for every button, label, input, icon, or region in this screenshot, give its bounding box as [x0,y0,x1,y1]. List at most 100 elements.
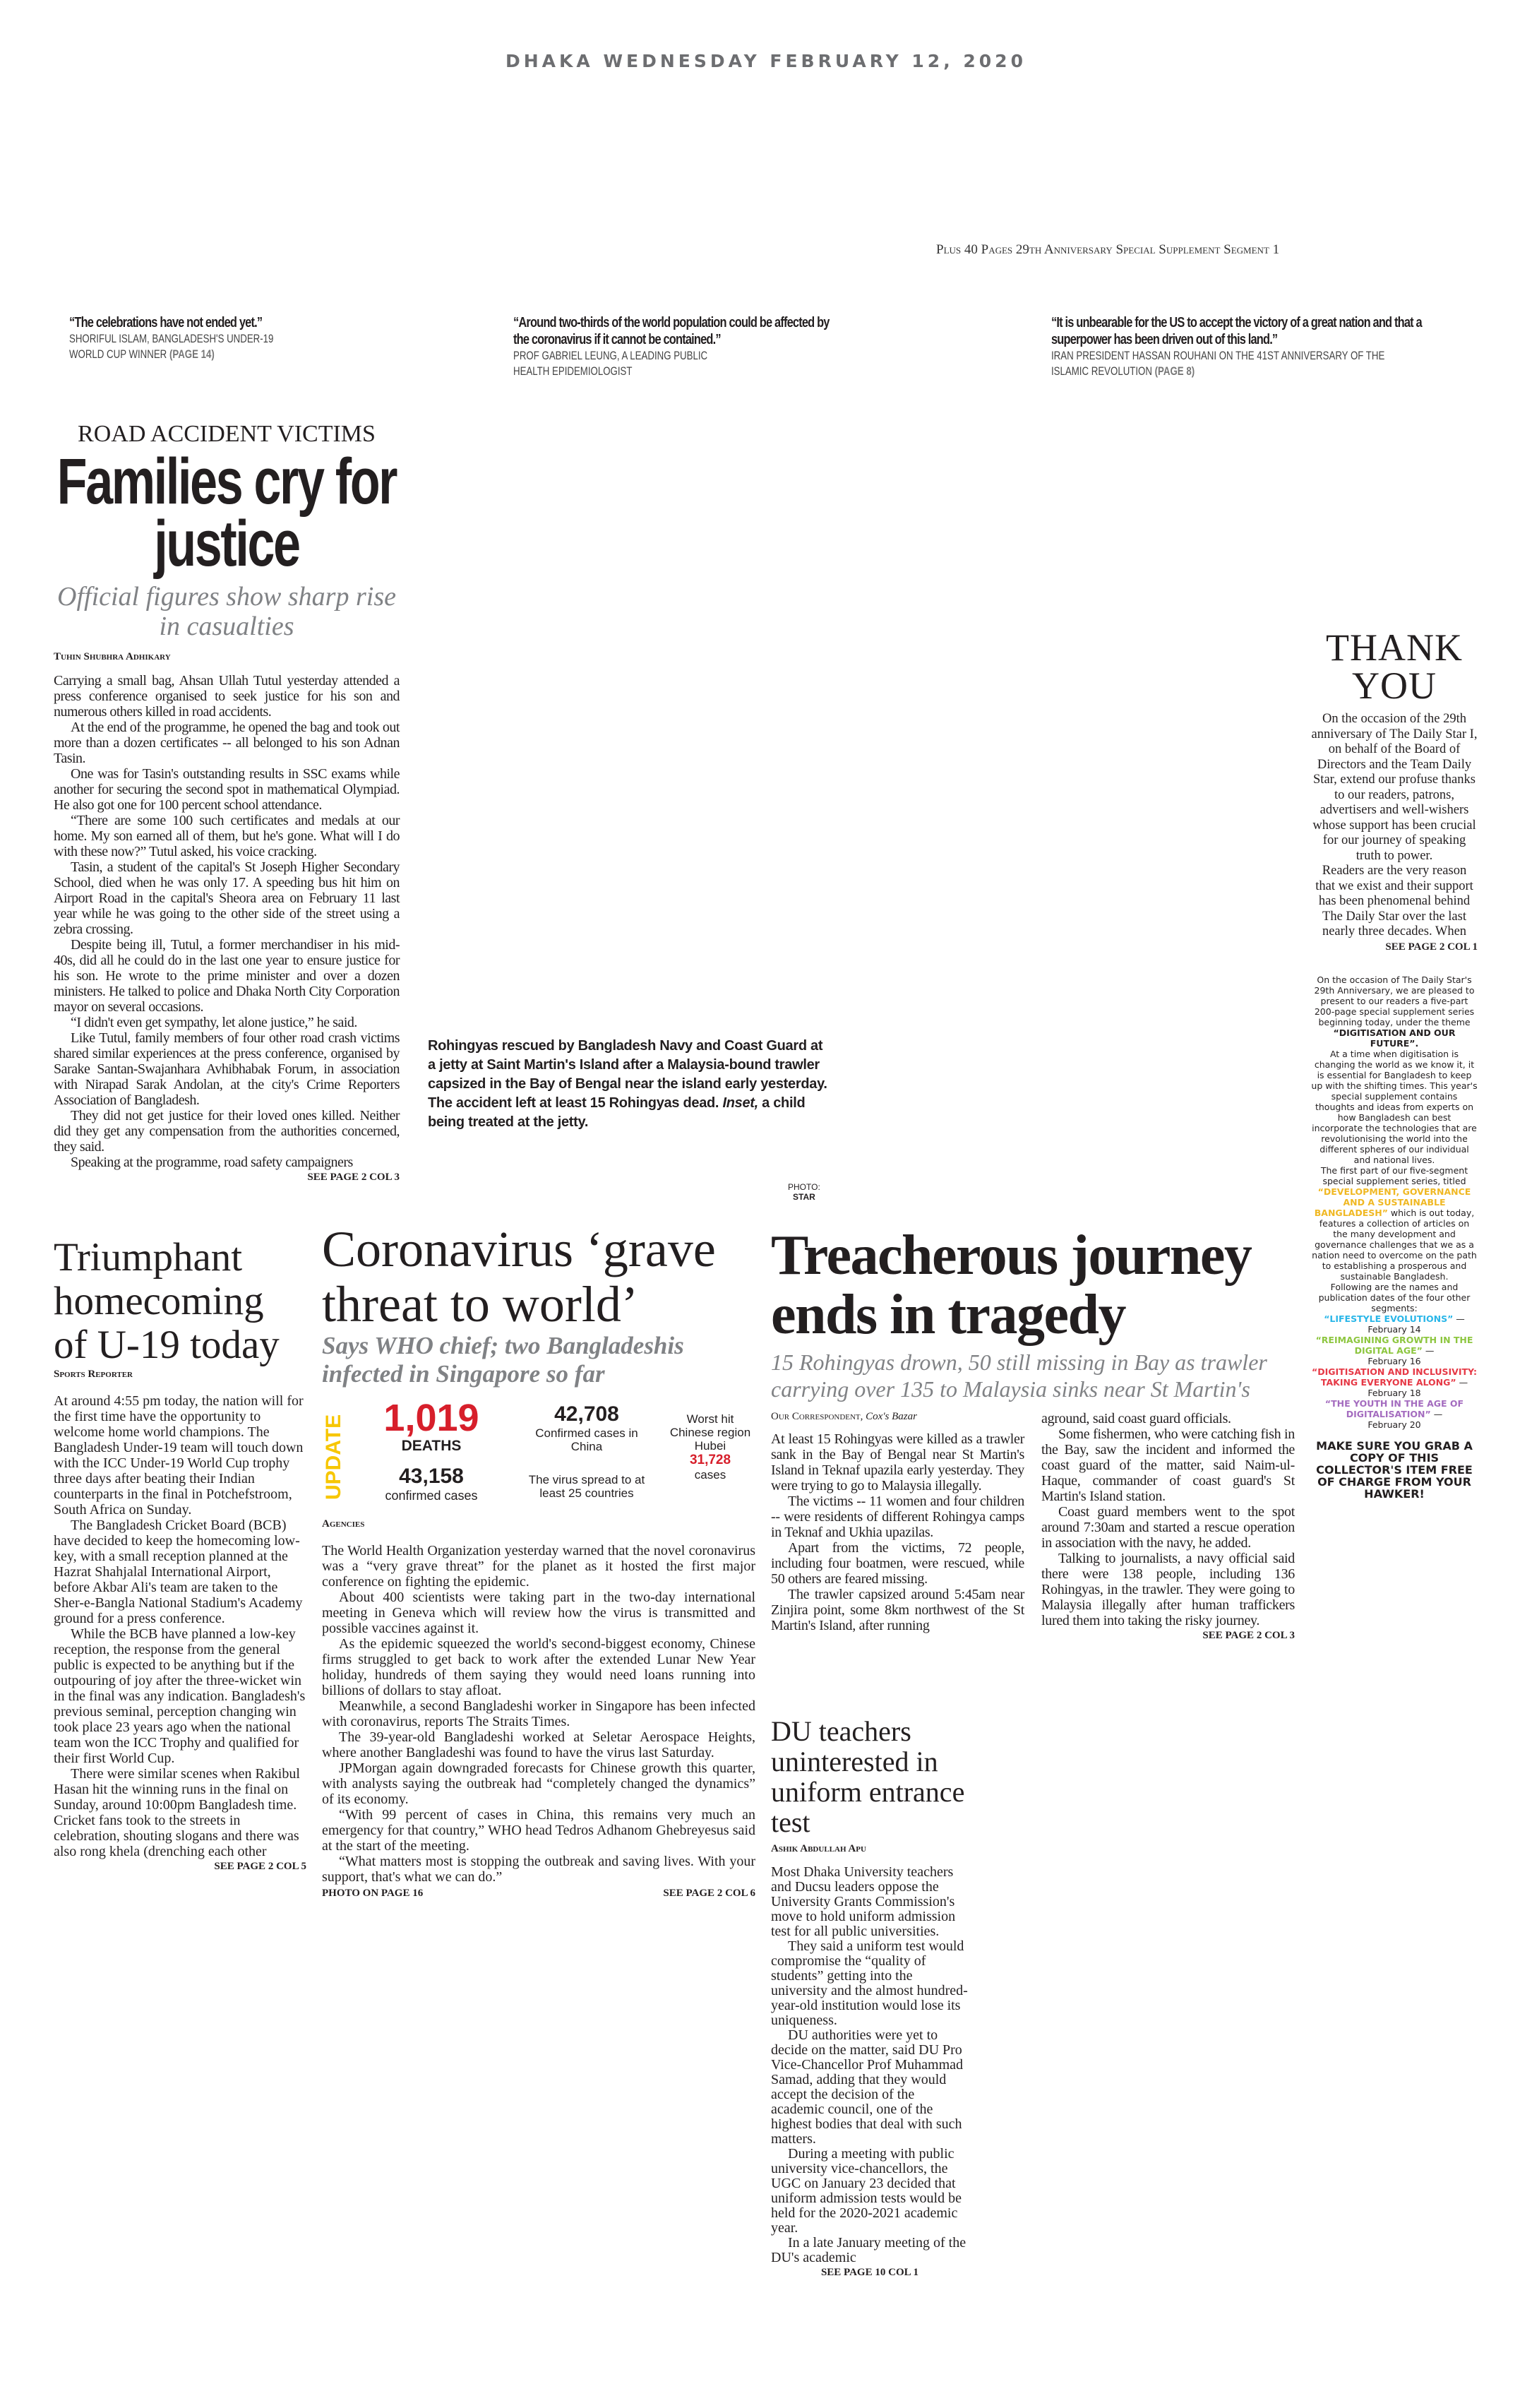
paragraph: One was for Tasin's outstanding results … [54,766,400,813]
paragraph: Meanwhile, a second Bangladeshi worker i… [322,1698,755,1729]
paragraph: Readers are the very reason that we exis… [1315,864,1473,938]
article-road-accident: ROAD ACCIDENT VICTIMS Families cry for j… [54,421,400,1184]
promo-theme: “DIGITISATION AND OUR FUTURE”. [1333,1027,1456,1049]
continued-link[interactable]: SEE PAGE 2 COL 6 [663,1888,755,1899]
continued-link[interactable]: SEE PAGE 10 COL 1 [820,2267,919,2278]
article-trawler: Treacherous journey ends in tragedy 15 R… [771,1226,1295,1642]
credit-label: PHOTO: [788,1182,820,1192]
paragraph: During a meeting with public university … [771,2146,962,2236]
promo-text: On the occasion of The Daily Star's 29th… [1314,974,1475,1027]
dateline: DHAKA WEDNESDAY FEBRUARY 12, 2020 [505,51,1027,71]
quote-1: “The celebrations have not ended yet.” S… [69,314,274,362]
paragraph: They said a uniform test would compromis… [771,1938,968,2028]
paragraph: The Bangladesh Cricket Board (BCB) have … [54,1518,303,1626]
paragraph: “There are some 100 such certificates an… [54,813,400,859]
paragraph: Most Dhaka University teachers and Ducsu… [771,1864,956,1939]
deaths-label: DEATHS [401,1438,462,1454]
paragraph: There were similar scenes when Rakibul H… [54,1766,300,1859]
paragraph: Apart from the victims, 72 people, inclu… [771,1540,1024,1587]
deck: Says WHO chief; two Bangladeshis infecte… [322,1332,684,1388]
article-body-col2: aground, said coast guard officials.Some… [1041,1411,1295,1628]
caption-text: Rohingyas rescued by Bangladesh Navy and… [428,1038,827,1111]
paragraph: On the occasion of the 29th anniversary … [1311,712,1478,863]
paragraph: The World Health Organization yesterday … [322,1543,755,1590]
continued-link[interactable]: SEE PAGE 2 COL 3 [307,1172,400,1183]
paragraph: Speaking at the programme, road safety c… [71,1155,353,1170]
paragraph: Coast guard members went to the spot aro… [1041,1504,1295,1551]
supplement-promo: On the occasion of The Daily Star's 29th… [1311,974,1478,1500]
continued-link[interactable]: SEE PAGE 2 COL 5 [214,1861,306,1872]
supplement-note: Plus 40 Pages 29th Anniversary Special S… [936,242,1280,257]
paragraph: At least 15 Rohingyas were killed as a t… [771,1431,1024,1494]
promo-cta: MAKE SURE YOU GRAB A COPY OF THIS COLLEC… [1316,1438,1473,1501]
paragraph: While the BCB have planned a low-key rec… [54,1626,306,1766]
continued-link[interactable]: SEE PAGE 2 COL 3 [1202,1630,1295,1641]
paragraph: About 400 scientists were taking part in… [322,1590,755,1636]
promo-text: The first part of our five-segment speci… [1320,1164,1468,1186]
paragraph: Some fishermen, who were catching fish i… [1041,1426,1295,1504]
segment-date: February 16 [1368,1355,1421,1366]
paragraph: DU authorities were yet to decide on the… [771,2027,964,2147]
photo-note: PHOTO ON PAGE 16 [322,1888,424,1899]
hubei-count: 31,728 [689,1453,731,1467]
article-body: Carrying a small bag, Ahsan Ullah Tutul … [54,673,400,1170]
article-u19: Triumphant homecoming of U-19 today Spor… [54,1236,306,1873]
deck: 15 Rohingyas drown, 50 still missing in … [771,1349,1267,1402]
paragraph: JPMorgan again downgraded forecasts for … [322,1760,755,1807]
article-du-teachers: DU teachers uninterested in uniform entr… [771,1716,969,2279]
continued-link[interactable]: SEE PAGE 2 COL 1 [1385,941,1478,953]
china-count: 42,708 [554,1402,619,1426]
article-body-col1: At least 15 Rohingyas were killed as a t… [771,1431,1024,1633]
paragraph: Tasin, a student of the capital's St Jos… [54,859,400,937]
promo-text: At a time when digitisation is changing … [1311,1048,1478,1165]
quote-page: (PAGE 14) [169,347,215,361]
segment-item: “REIMAGINING GROWTH IN THE DIGITAL AGE” … [1311,1335,1478,1366]
promo-text: which is out today, features a collectio… [1312,1207,1477,1282]
quote-attribution: Prof Gabriel Leung, a leading public hea… [513,349,708,378]
segment-list: “LIFESTYLE EVOLUTIONS” — February 14“REI… [1311,1313,1478,1430]
paragraph: “With 99 percent of cases in China, this… [322,1807,755,1854]
deck: Official figures show sharp rise in casu… [57,582,396,641]
segment-item: “DIGITISATION AND INCLUSIVITY: TAKING EV… [1312,1366,1477,1398]
byline: Agencies [322,1518,365,1530]
headline: Coronavirus ‘grave threat to world’ [322,1221,716,1333]
photo-credit: PHOTO:STAR [788,1182,820,1202]
china-label: Confirmed cases in China [535,1426,638,1453]
paragraph: “I didn't even get sympathy, let alone j… [71,1015,357,1030]
quote-text: “The celebrations have not ended yet.” [69,315,263,330]
paragraph: The 39-year-old Bangladeshi worked at Se… [322,1729,755,1760]
byline: Our Correspondent, [771,1411,863,1422]
paragraph: Despite being ill, Tutul, a former merch… [54,937,400,1015]
confirmed-label: confirmed cases [385,1489,478,1503]
paragraph: At the end of the programme, he opened t… [54,720,400,766]
photo-caption: Rohingyas rescued by Bangladesh Navy and… [428,1037,830,1132]
segment-date: February 18 [1368,1387,1421,1398]
headline: Triumphant homecoming of U-19 today [54,1235,280,1367]
headline: DU teachers uninterested in uniform entr… [771,1715,965,1838]
quote-2: “Around two-thirds of the world populati… [513,314,845,379]
paragraph: The trawler capsized around 5:45am near … [771,1587,1024,1633]
byline: Sports Reporter [54,1369,133,1380]
article-coronavirus: Coronavirus ‘grave threat to world’ Says… [322,1222,755,1900]
segment-item: “LIFESTYLE EVOLUTIONS” — February 14 [1311,1313,1478,1335]
segment-title: “THE YOUTH IN THE AGE OF DIGITALISATION” [1324,1397,1464,1419]
thank-you-box: THANK YOU On the occasion of the 29th an… [1311,628,1478,1500]
headline: Families cry for justice [56,446,398,580]
quote-attribution: Shoriful Islam, Bangladesh's Under-19 Wo… [69,332,274,361]
paragraph: They did not get justice for their loved… [54,1108,400,1155]
segment-date: February 14 [1368,1323,1421,1335]
segment-title: “DIGITISATION AND INCLUSIVITY: TAKING EV… [1312,1366,1477,1388]
hubei-suffix: cases [694,1468,726,1482]
article-body: Most Dhaka University teachers and Ducsu… [771,1865,969,2265]
article-body: At around 4:55 pm today, the nation will… [54,1393,306,1859]
paragraph: Like Tutul, family members of four other… [54,1030,400,1108]
segment-item: “THE YOUTH IN THE AGE OF DIGITALISATION”… [1311,1398,1478,1430]
paragraph: At around 4:55 pm today, the nation will… [54,1393,304,1518]
dateline: Cox's Bazar [866,1411,917,1422]
paragraph: aground, said coast guard officials. [1041,1411,1231,1426]
caption-inset: Inset, [722,1095,758,1111]
promo-segment-1: “DEVELOPMENT, GOVERNANCE AND A SUSTAINAB… [1314,1186,1471,1218]
confirmed-count: 43,158 [399,1465,464,1488]
credit: STAR [793,1192,815,1202]
segment-title: “REIMAGINING GROWTH IN THE DIGITAL AGE” [1315,1334,1473,1356]
